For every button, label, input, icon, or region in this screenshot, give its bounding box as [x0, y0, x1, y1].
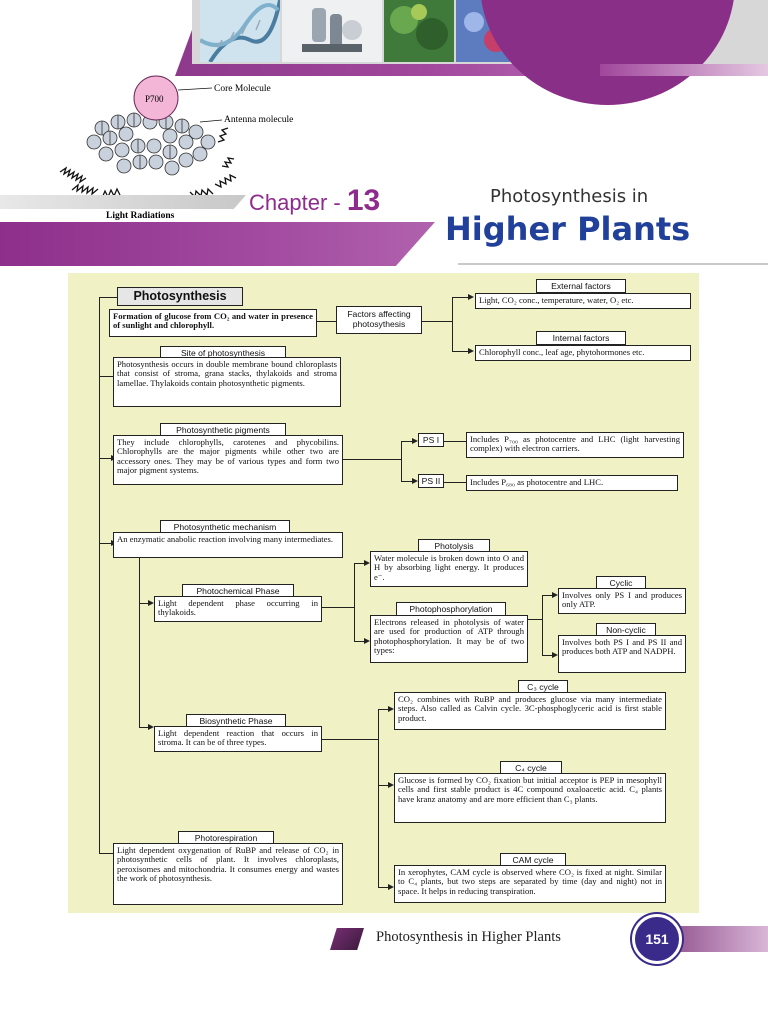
connector — [401, 441, 415, 442]
connector — [139, 558, 140, 727]
connector — [99, 297, 100, 853]
internal-factors-header: Internal factors — [536, 331, 626, 345]
photochemical-box: Light dependent phase occurring in thyla… — [154, 596, 322, 622]
arrow — [412, 478, 418, 484]
connector — [354, 641, 366, 642]
header-fade — [600, 64, 768, 76]
arrow — [148, 600, 154, 606]
connector — [542, 595, 543, 655]
connector — [542, 655, 554, 656]
connector — [452, 297, 453, 351]
chapter-grey-band — [0, 195, 246, 209]
arrow — [412, 438, 418, 444]
arrow — [148, 724, 154, 730]
ps1-box: Includes P₇₀₀ as photocentre and LHC (li… — [466, 432, 684, 458]
connector — [528, 619, 542, 620]
connector — [452, 297, 470, 298]
connector — [378, 709, 390, 710]
c4-cycle-box: Glucose is formed by CO₂ fixation but in… — [394, 773, 666, 823]
mechanism-header: Photosynthetic mechanism — [160, 520, 290, 534]
photophosphorylation-header: Photophosphorylation — [396, 602, 506, 616]
connector — [378, 709, 379, 887]
arrow — [468, 348, 474, 354]
dna-image — [200, 0, 280, 62]
external-factors-box: Light, CO₂ conc., temperature, water, O₂… — [475, 293, 691, 309]
header-circle-decoration — [480, 0, 735, 105]
antenna-molecule-label: Antenna molecule — [224, 115, 293, 125]
connector — [99, 543, 113, 544]
connector — [542, 595, 554, 596]
ps2-box: Includes P₆₈₀ as photocentre and LHC. — [466, 475, 678, 491]
cam-cycle-box: In xerophytes, CAM cycle is observed whe… — [394, 865, 666, 903]
photophosphorylation-box: Electrons released in photolysis of wate… — [370, 615, 528, 663]
chapter-heading: Chapter - 13 — [249, 184, 380, 218]
core-label-p700: P700 — [145, 94, 164, 104]
definition-box: Formation of glucose from CO₂ and water … — [109, 309, 317, 337]
factors-box: Factors affecting photosythesis — [336, 306, 422, 334]
photolysis-box: Water molecule is broken down into O and… — [370, 551, 528, 587]
site-box: Photosynthesis occurs in double membrane… — [113, 357, 341, 407]
connector — [139, 727, 151, 728]
page-number: 151 — [632, 914, 682, 964]
connector — [99, 458, 113, 459]
arrow — [388, 884, 394, 890]
noncyclic-box: Involves both PS I and PS II and produce… — [558, 635, 686, 673]
flowchart-title: Photosynthesis — [117, 287, 243, 306]
plant-image — [384, 0, 454, 62]
microscope-image — [282, 0, 382, 62]
connector — [99, 853, 113, 854]
photosynthesis-flowchart: Photosynthesis Formation of glucose from… — [68, 273, 699, 913]
connector — [317, 321, 336, 322]
arrow — [364, 560, 370, 566]
connector — [444, 482, 466, 483]
arrow — [552, 652, 558, 658]
mechanism-box: An enzymatic anabolic reaction involving… — [113, 532, 343, 558]
cyclic-box: Involves only PS I and produces only ATP… — [558, 588, 686, 614]
photosystem-diagram: P700 Core Molecule Antenna molecule Ligh… — [59, 75, 293, 221]
connector — [401, 441, 402, 481]
connector — [452, 351, 470, 352]
connector — [99, 376, 113, 377]
internal-factors-box: Chlorophyll conc., leaf age, phytohormon… — [475, 345, 691, 361]
ps1-header: PS I — [418, 433, 444, 447]
arrow — [552, 592, 558, 598]
header-photo-strip — [200, 0, 510, 62]
chapter-purple-band — [0, 222, 435, 266]
core-molecule-label: Core Molecule — [214, 84, 271, 94]
pigments-box: They include chlorophylls, carotenes and… — [113, 435, 343, 485]
connector — [354, 563, 366, 564]
footer-marker — [330, 928, 364, 950]
photorespiration-box: Light dependent oxygenation of RuBP and … — [113, 843, 343, 905]
chapter-number: 13 — [346, 184, 381, 217]
arrow — [388, 782, 394, 788]
connector — [343, 459, 401, 460]
connector — [322, 607, 354, 608]
connector — [322, 739, 378, 740]
footer-running-title: Photosynthesis in Higher Plants — [376, 929, 561, 945]
chapter-title-line1: Photosynthesis in — [490, 186, 649, 207]
connector — [354, 563, 355, 641]
connector — [99, 297, 117, 298]
connector — [378, 887, 390, 888]
arrow — [468, 294, 474, 300]
light-radiations-label: Light Radiations — [106, 211, 175, 221]
ps2-header: PS II — [418, 474, 444, 488]
chapter-word: Chapter - — [249, 190, 347, 215]
connector — [378, 785, 390, 786]
arrow — [388, 706, 394, 712]
external-factors-header: External factors — [536, 279, 626, 293]
biosynthetic-box: Light dependent reaction that occurs in … — [154, 726, 322, 752]
connector — [422, 321, 452, 322]
c3-cycle-box: CO₂ combines with RuBP and produces gluc… — [394, 692, 666, 730]
connector — [401, 481, 415, 482]
connector — [139, 603, 151, 604]
title-rule — [458, 263, 768, 265]
arrow — [364, 638, 370, 644]
chapter-title-line2: Higher Plants — [445, 210, 691, 248]
connector — [444, 441, 466, 442]
